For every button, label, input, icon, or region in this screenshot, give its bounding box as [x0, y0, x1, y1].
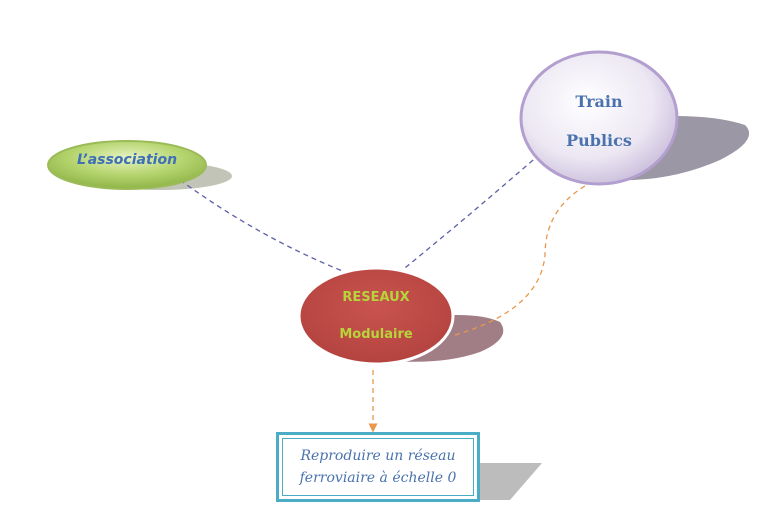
goal-line-1: Reproduire un réseau — [300, 448, 456, 464]
publics-label: Publics — [566, 131, 632, 150]
reseaux-node[interactable] — [297, 266, 455, 366]
train-label: Train — [575, 92, 623, 111]
association-label: L’association — [76, 152, 178, 168]
modulaire-label: Modulaire — [339, 327, 413, 342]
association-node[interactable] — [47, 140, 207, 190]
goal-box-inner: Reproduire un réseau ferroviaire à échel… — [282, 438, 474, 496]
train-publics-node[interactable] — [519, 50, 679, 186]
connector-train-reseaux — [399, 153, 541, 273]
goal-line-2: ferroviaire à échelle 0 — [299, 470, 457, 486]
connector-train-reseaux-orange — [454, 185, 586, 336]
connector-association-reseaux — [179, 179, 346, 273]
reseaux-label: RESEAUX — [342, 290, 410, 305]
goal-box-shadow — [478, 463, 542, 500]
goal-box[interactable]: Reproduire un réseau ferroviaire à échel… — [276, 432, 480, 502]
